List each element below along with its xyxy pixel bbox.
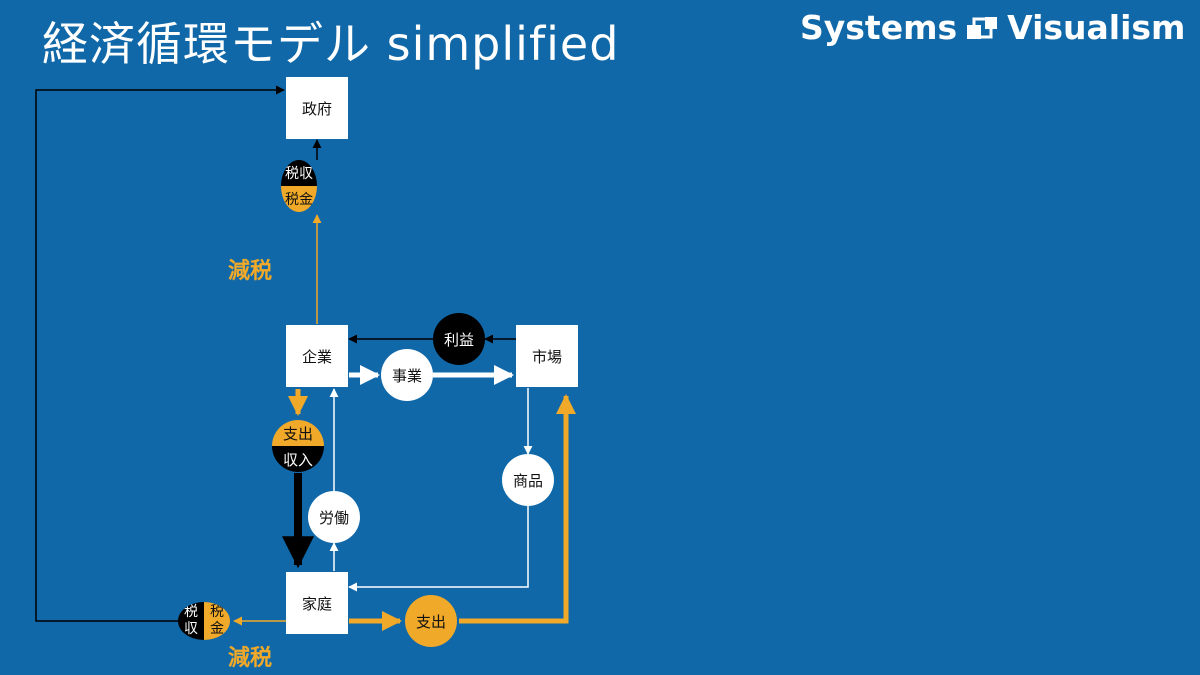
flow-business-spending-income: 支出 収入 [272, 420, 324, 472]
node-business: 企業 [286, 325, 348, 387]
hh-tax-revenue-char-1: 税 [184, 604, 198, 620]
brand-name-visualism: Visualism [1007, 8, 1186, 47]
arrow-tax-to-government [35, 85, 285, 622]
arrow-spending-market [459, 394, 576, 624]
gov-tax-revenue-label: 税収 [281, 160, 317, 186]
flow-government-tax: 税収 税金 [281, 160, 317, 212]
flow-goods: 商品 [502, 454, 554, 506]
tax-cut-label-bottom: 減税 [228, 646, 273, 671]
page-title: 経済循環モデル simplified [42, 17, 620, 71]
flow-household-tax: 税 収 税 金 [178, 602, 230, 640]
flow-labor: 労働 [308, 491, 360, 543]
brand-logo: Systems Visualism [800, 8, 1185, 47]
hh-tax-revenue-half: 税 収 [178, 602, 204, 640]
brand-name-systems: Systems [800, 8, 958, 47]
tax-cut-label-top: 減税 [228, 259, 273, 284]
arrow-goods-household [348, 506, 529, 592]
flow-enterprise: 事業 [381, 349, 433, 401]
hh-tax-char-1: 税 [210, 604, 224, 620]
flow-household-spending: 支出 [405, 595, 457, 647]
systems-visualism-icon [965, 11, 999, 45]
hh-tax-revenue-char-2: 収 [184, 621, 198, 637]
hh-tax-char-2: 金 [210, 621, 224, 637]
node-household: 家庭 [286, 572, 348, 634]
gov-tax-label: 税金 [281, 186, 317, 212]
node-government: 政府 [286, 77, 348, 139]
business-income-label: 収入 [272, 446, 324, 472]
flow-profit: 利益 [433, 313, 485, 365]
node-market: 市場 [516, 325, 578, 387]
hh-tax-half: 税 金 [204, 602, 230, 640]
business-spending-label: 支出 [272, 420, 324, 446]
